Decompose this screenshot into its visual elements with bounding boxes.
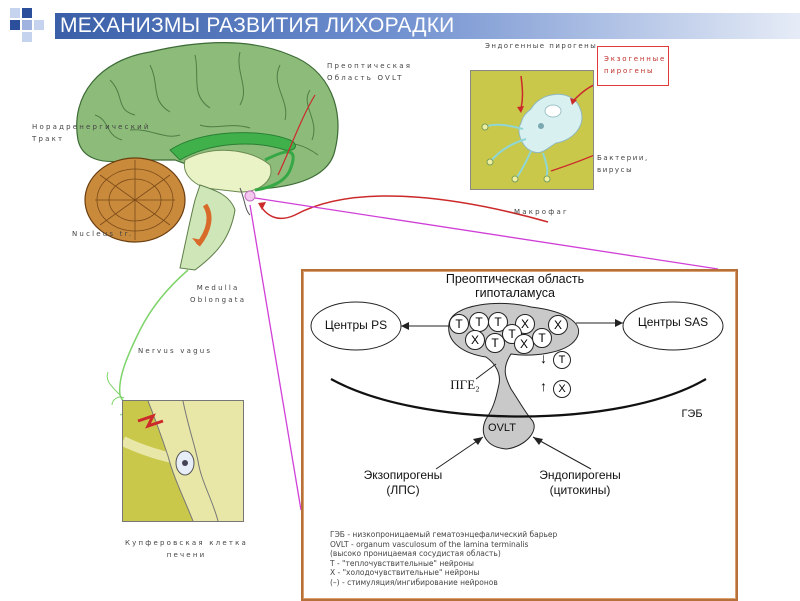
bacteria-viruses-label: Бактерии, вирусы: [597, 154, 649, 174]
legend: ГЭБ - низкопроницаемый гематоэнцефаличес…: [330, 530, 730, 588]
preoptic-ovlt-label: Преоптическая Область OVLT: [327, 62, 413, 82]
page-title: МЕХАНИЗМЫ РАЗВИТИЯ ЛИХОРАДКИ: [60, 14, 455, 37]
corpus-callosum: [169, 132, 296, 161]
medulla-oblongata-label: Medulla Oblongata: [190, 284, 247, 304]
nucleus-label: Nucleus tr.: [72, 230, 134, 238]
legend-line: (–) - стимуляция/ингибирование нейронов: [330, 577, 498, 587]
pge2-label: ПГЕ₂: [450, 377, 480, 392]
macrophage-inset: [470, 70, 600, 190]
exopyrogens-label: Экзопирогены (ЛПС): [363, 468, 443, 497]
warm-neuron: T: [485, 333, 505, 353]
exogenous-pyrogens-label: Экзогенные пирогены: [604, 55, 667, 75]
warm-neuron: T: [449, 314, 469, 334]
title-bar: [55, 13, 800, 39]
noradrenergic-tract-label: Норадренергический Тракт: [32, 123, 151, 143]
warm-neuron: T: [532, 328, 552, 348]
gyri-lines: [94, 51, 319, 156]
legend-line: (высоко проницаемая сосудистая область): [330, 549, 501, 559]
endopyrogens-label: Эндопирогены (цитокины): [539, 468, 621, 497]
exogenous-pyrogens-callout: Экзогенные пирогены: [597, 46, 669, 86]
warm-neuron: T: [469, 312, 489, 332]
vagus-nerve: [118, 269, 189, 411]
legend-line: ГЭБ - низкопроницаемый гематоэнцефаличес…: [330, 530, 558, 539]
centers-ps-label: Центры PS: [324, 318, 388, 332]
cold-neuron: X: [548, 315, 568, 335]
kupffer-cell-label: Купферовская клетка печени: [125, 539, 249, 559]
macrophage-cell: [481, 75, 600, 183]
centers-sas-label: Центры SAS: [637, 315, 709, 329]
thalamus: [183, 149, 272, 193]
legend-line: OVLT - organum vasculosum of the lamina …: [330, 539, 529, 549]
macrophage-caption: Макрофаг: [514, 208, 569, 216]
endogenous-pyrogens-label: Эндогенные пирогены: [485, 42, 598, 50]
kupffer-cell-inset: [120, 400, 245, 522]
liver-tissue: [120, 400, 245, 522]
cold-neuron: X: [465, 330, 485, 350]
ovlt-label: OVLT: [488, 422, 516, 434]
cerebral-cortex: [76, 42, 339, 191]
preoptic-area-title: Преоптическая область гипоталамуса: [445, 272, 585, 300]
legend-line: T - "теплочувствительные" нейроны: [330, 558, 474, 568]
increase-arrow: ↑: [540, 378, 547, 394]
cerebellum: [84, 157, 186, 243]
corner-decoration: [10, 8, 44, 42]
nervus-vagus-label: Nervus vagus: [138, 347, 213, 355]
legend-line: X - "холодочувствительные" нейроны: [330, 568, 480, 578]
warm-neuron: T: [553, 351, 571, 369]
bbb-label: ГЭБ: [681, 408, 703, 420]
cold-neuron: X: [514, 334, 534, 354]
cold-neuron: X: [553, 380, 571, 398]
decrease-arrow: ↓: [540, 350, 547, 366]
